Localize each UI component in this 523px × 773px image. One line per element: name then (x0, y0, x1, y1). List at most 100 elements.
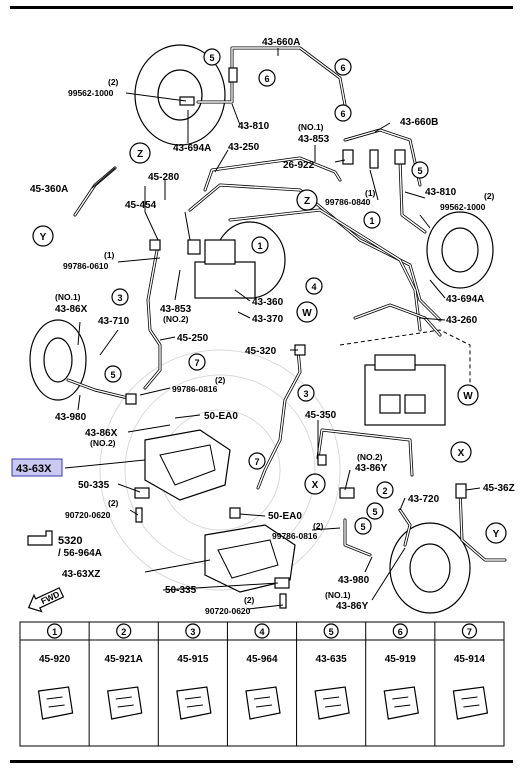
label-43-63xz: 43-63XZ (62, 569, 100, 580)
clip-marker-2: 2 (376, 481, 394, 499)
label-43-86y: 43-86Y (355, 463, 388, 474)
label-43-86x-qty: (NO.1) (55, 292, 81, 302)
label-99562-right: 99562-1000 (440, 202, 486, 212)
svg-text:5: 5 (110, 370, 115, 380)
label-26-922: 26-922 (283, 160, 315, 171)
legend-number: 1 (52, 627, 57, 637)
marker-z-right: Z (296, 189, 318, 211)
label-43-360: 43-360 (252, 297, 284, 308)
svg-text:2: 2 (382, 486, 387, 496)
label-43-250: 43-250 (228, 142, 260, 153)
clip-marker-5: 5 (411, 161, 429, 179)
left-rotor (29, 319, 87, 401)
label-45-454: 45-454 (125, 200, 157, 211)
label-45-280: 45-280 (148, 172, 180, 183)
svg-text:7: 7 (194, 358, 199, 368)
legend-clip-illustration (383, 686, 419, 720)
label-43-260: 43-260 (446, 315, 478, 326)
label-50-335: 50-335 (78, 480, 110, 491)
legend-number: 5 (329, 627, 334, 637)
svg-text:5: 5 (372, 507, 377, 517)
label-43-370: 43-370 (252, 314, 284, 325)
svg-text:6: 6 (340, 63, 345, 73)
legend-clip-illustration (107, 686, 143, 720)
label-43-86x-b: 43-86X (85, 428, 118, 439)
clip-marker-6: 6 (334, 104, 352, 122)
legend-clip-detail (184, 696, 203, 708)
clip-marker-5: 5 (366, 502, 384, 520)
clip-marker-5: 5 (354, 517, 372, 535)
svg-text:5: 5 (417, 166, 422, 176)
svg-text:3: 3 (117, 293, 122, 303)
highlight-box (11, 458, 63, 477)
legend-number-circle (392, 623, 408, 639)
clip-marker-6: 6 (258, 69, 276, 87)
label-43-810-top: 43-810 (238, 121, 270, 132)
legend-clip-detail (115, 696, 134, 708)
marker-y-right: Y (485, 522, 507, 544)
legend-clip-illustration (37, 686, 74, 720)
label-43-86y-b-qty: (NO.1) (325, 590, 351, 600)
fittings (125, 67, 467, 609)
svg-text:X: X (458, 448, 465, 459)
svg-text:Z: Z (137, 149, 143, 160)
bottom-rule (10, 760, 513, 763)
forward-arrow: FWD (27, 587, 65, 613)
svg-text:W: W (463, 391, 473, 402)
label-43-86y-qty: (NO.2) (357, 452, 383, 462)
label-43-694a-top: 43-694A (173, 143, 211, 154)
legend-clip-detail (46, 696, 65, 708)
legend-clip-illustration (176, 686, 212, 720)
label-99786-0816-qty: (2) (215, 375, 226, 385)
svg-text:W: W (302, 308, 312, 319)
legend-number: 6 (398, 627, 403, 637)
label-99786-0816: 99786-0816 (172, 384, 218, 394)
svg-text:5: 5 (360, 522, 365, 532)
legend-number-circle (461, 623, 478, 639)
legend-clip-detail (253, 696, 273, 708)
leader-lines (64, 48, 481, 610)
master-cylinder (194, 221, 286, 299)
svg-text:Z: Z (304, 196, 310, 207)
label-43-853-b: 43-853 (160, 304, 192, 315)
highlight-43-63x: 43-63X (11, 458, 63, 477)
label-90720-b: 90720-0620 (205, 606, 251, 616)
clip-markers: 5 6 6 6 5 1 1 4 3 5 7 3 7 2 5 5 (104, 48, 429, 535)
label-43-63x: 43-63X (16, 463, 52, 475)
legend-part-number: 45-919 (385, 654, 417, 665)
legend-number-circle (185, 623, 201, 639)
label-90720-b-qty: (2) (244, 595, 255, 605)
bracket-43-63xz (204, 524, 296, 593)
reference-pointer: 5320 / 56-964A (27, 530, 102, 559)
legend-number-circle (116, 623, 132, 639)
clip-marker-1: 1 (251, 236, 269, 254)
svg-text:6: 6 (340, 109, 345, 119)
legend-number: 7 (467, 627, 472, 637)
clip-legend-table: 145-920245-921A345-915445-964543-635645-… (19, 621, 505, 747)
label-90720: 90720-0620 (65, 510, 111, 520)
clip-marker-1: 1 (363, 211, 381, 229)
legend-number-circle (323, 623, 339, 639)
legend-part-number: 45-914 (454, 654, 486, 665)
label-45-360a: 45-360A (30, 184, 68, 195)
legend-clip-detail (392, 696, 411, 708)
label-99786-0816-b: 99786-0816 (272, 531, 318, 541)
legend-part-number: 45-915 (177, 654, 209, 665)
label-43-853-b-qty: (NO.2) (163, 314, 189, 324)
label-43-720: 43-720 (408, 494, 440, 505)
marker-y-left: Y (32, 225, 54, 247)
marker-x-right: X (450, 441, 472, 463)
front-left-drum (134, 44, 226, 146)
legend-clip-illustration (314, 686, 350, 720)
legend-part-number: 45-920 (39, 654, 71, 665)
label-43-660b: 43-660B (400, 117, 438, 128)
label-45-250: 45-250 (177, 333, 209, 344)
svg-text:6: 6 (264, 74, 269, 84)
svg-text:1: 1 (369, 216, 374, 226)
label-43-86x: 43-86X (55, 304, 88, 315)
legend-clip-illustration (452, 686, 489, 720)
top-rule (10, 6, 513, 9)
svg-text:4: 4 (311, 282, 316, 292)
legend-clip-detail (461, 696, 480, 708)
